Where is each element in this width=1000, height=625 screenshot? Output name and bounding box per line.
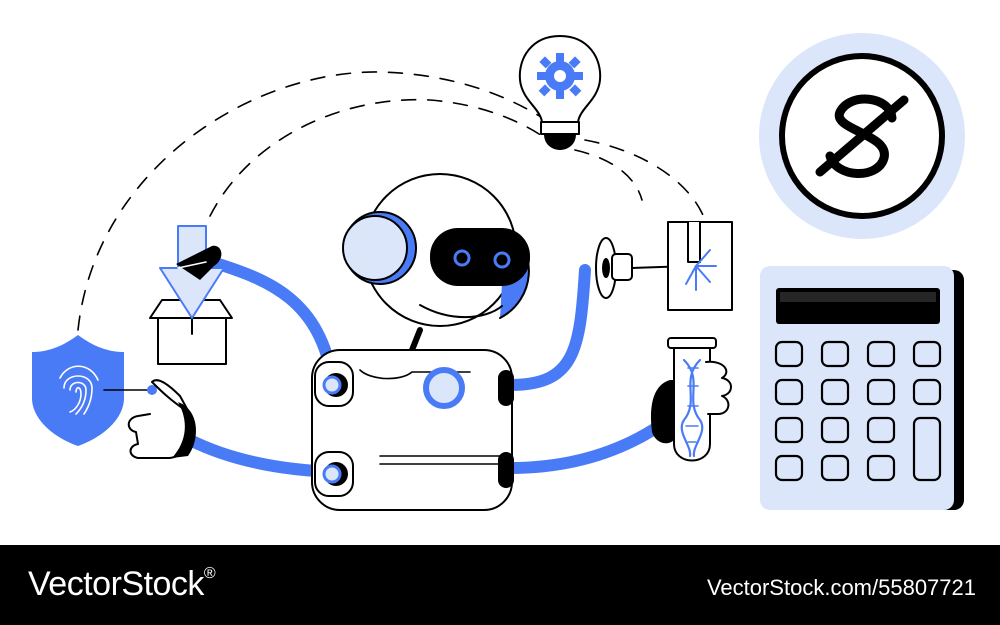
dollar-coin-icon <box>759 33 965 239</box>
dashed-arcs <box>77 71 706 331</box>
robot-body <box>311 349 514 511</box>
shield-fingerprint-icon <box>32 335 157 446</box>
illustration <box>32 33 965 511</box>
calculator-icon <box>760 266 964 510</box>
vectorstock-brand: VectorStock® <box>28 565 216 604</box>
brand-name: VectorStock <box>28 565 204 603</box>
brand-registered-mark: ® <box>203 565 216 582</box>
laser-device-icon <box>595 221 733 311</box>
left-hand-icon <box>127 379 197 459</box>
lightbulb-gear-icon <box>518 35 602 150</box>
watermark-footer: VectorStock® VectorStock.com/55807721 <box>0 545 1000 625</box>
robot-head <box>342 173 530 353</box>
illustration-svg <box>32 33 965 511</box>
dna-test-tube-icon <box>650 337 732 462</box>
image-id: VectorStock.com/55807721 <box>706 575 976 600</box>
download-box-icon <box>149 225 233 365</box>
